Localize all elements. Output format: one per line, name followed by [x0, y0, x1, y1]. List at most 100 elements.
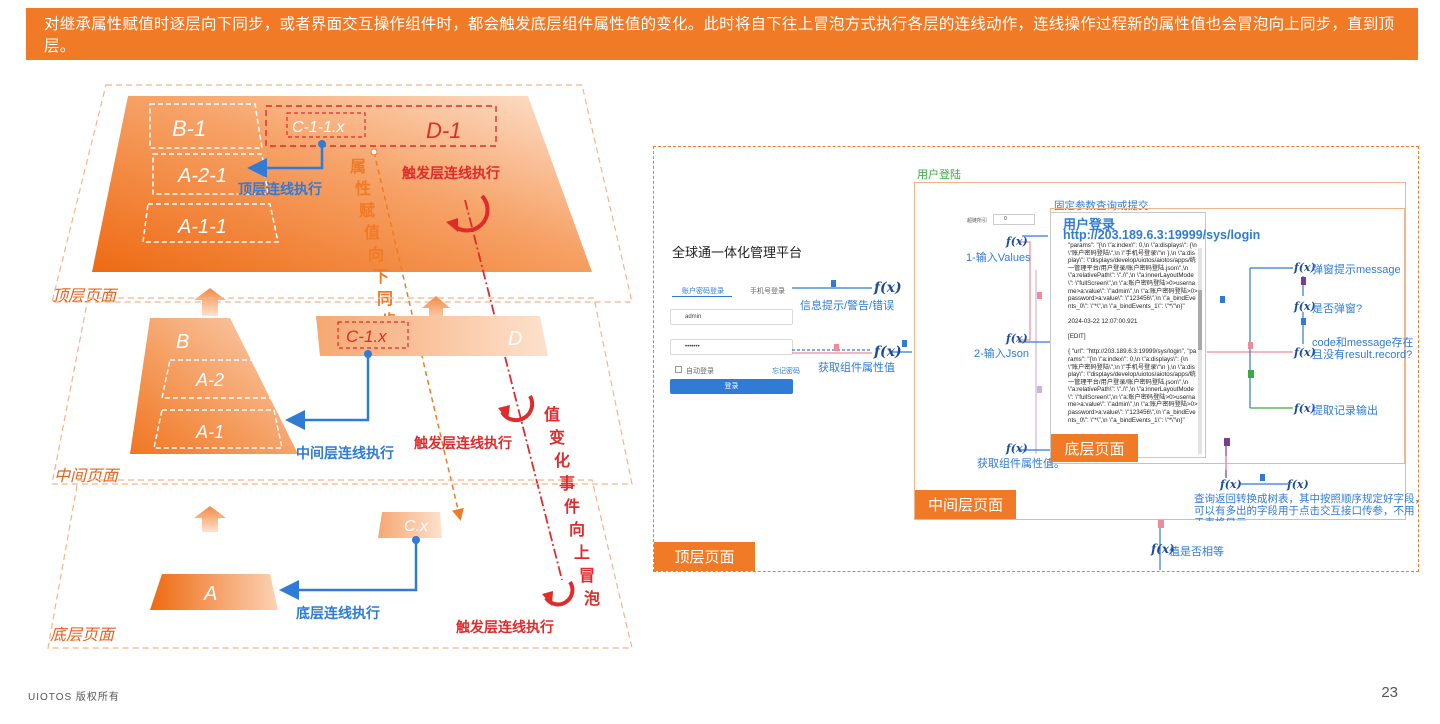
fx-node-attr[interactable]: f(x)	[1006, 442, 1028, 455]
svg-text:下: 下	[373, 269, 389, 286]
svg-text:同: 同	[377, 290, 393, 308]
block-d-body	[316, 316, 548, 356]
svg-text:性: 性	[355, 179, 371, 198]
user-login-section: 用户登陆	[917, 169, 961, 181]
bottom-trigger-label: 触发层连线执行	[455, 619, 554, 635]
block-a-body	[150, 574, 278, 610]
stepper-label: 超链所引	[967, 218, 988, 224]
top-connector	[247, 144, 324, 178]
footer-brand: UIOTOS 版权所有	[28, 692, 120, 703]
svg-text:泡: 泡	[584, 589, 600, 608]
json-scrollbar[interactable]	[1198, 248, 1202, 454]
svg-text:向: 向	[368, 245, 384, 264]
popup-message-label: 弹窗提示message	[1312, 264, 1401, 276]
auto-login-checkbox[interactable]	[675, 366, 682, 373]
password-input[interactable]: •••••••	[670, 339, 793, 355]
prop-c11x: C-1-1.x	[292, 119, 345, 136]
fx-node-values[interactable]: f(x)	[1006, 235, 1028, 248]
tab-phone-login[interactable]: 手机号登录	[750, 288, 785, 295]
json-log-panel	[1050, 212, 1206, 458]
top-trigger-label: 触发层连线执行	[401, 165, 500, 181]
fx-node-code-msg[interactable]: f(x)	[1294, 346, 1316, 359]
top-exec-label: 顶层连线执行	[238, 181, 322, 197]
bottom-page-label: 底层页面	[1051, 434, 1138, 462]
mid-layer-label: 中间页面	[54, 467, 121, 485]
svg-text:值: 值	[364, 223, 380, 242]
tab-account-login[interactable]: 账户密码登录	[682, 288, 724, 295]
up-arrow-3	[194, 506, 226, 532]
header-banner: 对继承属性赋值时逐层向下同步，或者界面交互操作组件时，都会触发底层组件属性值的变…	[26, 8, 1418, 60]
username-input[interactable]: admin	[670, 309, 793, 325]
block-a11: A-1-1	[177, 216, 227, 238]
top-layer-body	[92, 96, 592, 272]
prop-cx: C.x	[404, 518, 429, 535]
input-json-label: 2-输入Json	[974, 348, 1030, 360]
fx-node-is-popup[interactable]: f(x)	[1294, 300, 1316, 313]
block-a2: A-2	[195, 370, 224, 390]
svg-text:变: 变	[549, 428, 565, 447]
query-desc-1: 查询返回转换成树表，其中按照顺序规定好字段，	[1194, 493, 1425, 505]
svg-text:值: 值	[544, 405, 560, 424]
block-d1: D-1	[426, 118, 461, 143]
svg-text:化: 化	[554, 451, 570, 470]
auto-login-label: 自动登录	[686, 368, 714, 375]
bottom-layer-label: 底层页面	[50, 626, 117, 644]
mid-page-frame	[914, 182, 1406, 520]
login-button[interactable]: 登录	[670, 379, 793, 394]
is-popup-label: 是否弹窗?	[1312, 303, 1363, 315]
svg-text:向: 向	[569, 520, 585, 539]
down-sync-label: 属性赋 值向下 同步	[350, 158, 397, 330]
info-tip-label: 信息提示/警告/错误	[800, 300, 895, 312]
json-log-text: "params": "{\n \"a:index\": 0,\n \"a:dis…	[1068, 242, 1198, 424]
forgot-password-link[interactable]: 忘记密码	[772, 368, 800, 375]
block-b-body	[130, 318, 298, 454]
fixed-query-label: 固定参数查询或提交	[1054, 200, 1149, 212]
mid-page-label: 中间层页面	[915, 490, 1016, 519]
prop-c1x: C-1.x	[346, 327, 387, 346]
get-attr-label: 获取组件属性值	[818, 362, 895, 374]
code-message-label-1: code和message存在	[1312, 337, 1414, 349]
fx-node-popup[interactable]: f(x)	[1294, 261, 1316, 274]
fx-node-extract[interactable]: f(x)	[1294, 402, 1316, 415]
page-number: 23	[1381, 684, 1398, 701]
fx-node-json[interactable]: f(x)	[1006, 332, 1028, 345]
svg-text:赋: 赋	[359, 201, 375, 220]
mid-exec-label: 中间层连线执行	[296, 445, 394, 461]
login-page-title: 全球通一体化管理平台	[672, 245, 803, 260]
bubble-path	[464, 199, 563, 581]
bottom-layer-plane	[47, 479, 633, 649]
get-attr-label-2: 获取组件属性值。	[977, 458, 1065, 470]
index-stepper[interactable]: 0	[993, 214, 1035, 225]
code-message-label-2: 且没有result.record?	[1312, 349, 1413, 361]
tab-underline	[672, 296, 732, 297]
fx-node-tree[interactable]: f(x)	[1220, 478, 1242, 491]
bottom-connector	[279, 540, 418, 600]
bottom-exec-label: 底层连线执行	[296, 605, 380, 621]
top-layer-label: 顶层页面	[52, 288, 119, 305]
query-desc-3: 于表格显示	[1194, 515, 1247, 521]
block-c-body	[378, 512, 442, 538]
mid-connector	[285, 354, 370, 430]
block-b1: B-1	[172, 116, 206, 141]
fx-node-equal[interactable]: f(x)	[1151, 542, 1175, 556]
svg-text:件: 件	[564, 497, 580, 516]
query-desc-2: 可以有多出的字段用于点击交互接口传参，不用	[1194, 505, 1415, 517]
fx-node-info[interactable]: f(x)	[874, 280, 902, 296]
api-url: http://203.189.6.3:19999/sys/login	[1063, 228, 1261, 242]
top-page-label: 顶层页面	[654, 542, 755, 571]
layer-diagram: B-1 A-2-1 A-1-1 D-1 C-1-1.x 顶层连线执行 触发层连线…	[47, 84, 633, 649]
fx-node-get-attr[interactable]: f(x)	[874, 344, 902, 360]
fx-node-tree-out[interactable]: f(x)	[1287, 478, 1309, 491]
svg-text:上: 上	[574, 544, 590, 562]
is-equal-label: 值是否相等	[1169, 546, 1224, 558]
api-title: 用户登录	[1063, 217, 1116, 232]
bubble-up-label: 值变化 事件向 上冒泡	[544, 405, 600, 608]
block-a21: A-2-1	[177, 165, 227, 187]
extract-output-label: 提取记录输出	[1312, 405, 1378, 417]
json-scroll-thumb[interactable]	[1198, 290, 1202, 350]
block-a1: A-1	[195, 422, 224, 442]
svg-text:冒: 冒	[579, 567, 595, 585]
mid-trigger-label: 触发层连线执行	[413, 435, 512, 451]
block-d: D	[508, 328, 522, 350]
up-arrow-1	[194, 288, 226, 316]
